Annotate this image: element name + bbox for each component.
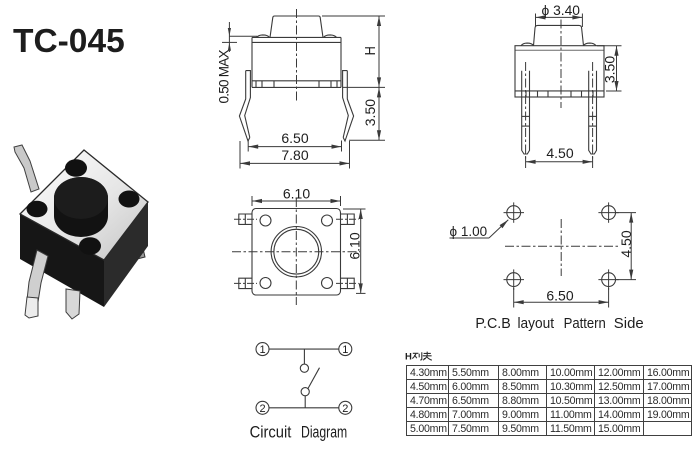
svg-text:7.80: 7.80 [281, 147, 308, 163]
svg-text:6.50: 6.50 [281, 130, 308, 146]
svg-text:4.50: 4.50 [618, 230, 634, 257]
svg-text:H: H [405, 351, 412, 362]
svg-text:Circuit: Circuit [250, 423, 292, 441]
svg-text:ϕ 3.40: ϕ 3.40 [542, 2, 581, 18]
svg-text:3.50: 3.50 [362, 99, 378, 126]
svg-text:4.50: 4.50 [546, 145, 573, 161]
svg-text:6.10: 6.10 [346, 232, 362, 259]
svg-text:Side: Side [614, 316, 644, 332]
svg-text:3.50: 3.50 [601, 56, 617, 83]
svg-text:H: H [362, 46, 378, 55]
svg-text:6.10: 6.10 [283, 186, 310, 202]
svg-text:2: 2 [342, 403, 348, 415]
svg-text:P.C.B: P.C.B [475, 316, 510, 332]
svg-text:1: 1 [259, 344, 265, 356]
svg-text:Pattern: Pattern [564, 316, 606, 332]
svg-text:0.50 MAX: 0.50 MAX [216, 50, 231, 104]
svg-text:layout: layout [518, 316, 555, 332]
svg-text:6.50: 6.50 [546, 287, 573, 303]
svg-text:1: 1 [342, 344, 348, 356]
svg-text:2: 2 [259, 403, 265, 415]
svg-text:Diagram: Diagram [301, 423, 347, 441]
svg-text:TC-045: TC-045 [13, 23, 125, 60]
svg-text:ϕ 1.00: ϕ 1.00 [450, 223, 488, 239]
